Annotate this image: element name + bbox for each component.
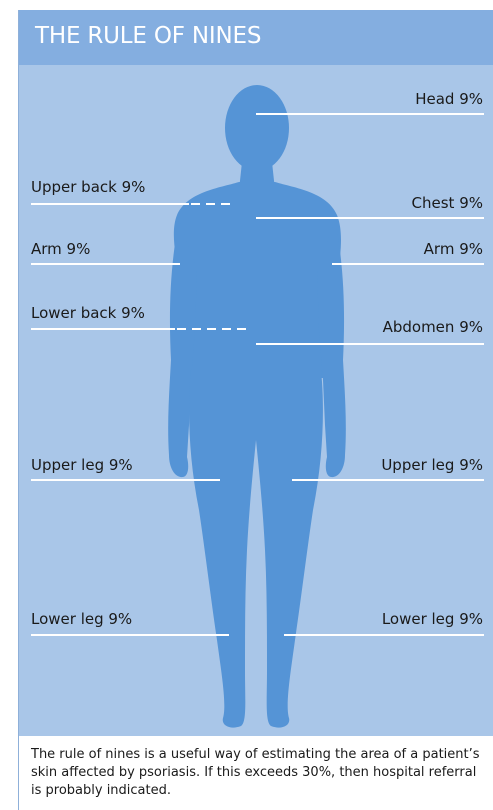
chest-label: Chest 9% [412, 194, 483, 212]
head-label: Head 9% [415, 90, 483, 108]
caption-text: The rule of nines is a useful way of est… [31, 746, 486, 800]
upper-leg-right-label: Upper leg 9% [381, 456, 483, 474]
body-silhouette [168, 85, 346, 728]
torso-shape [174, 182, 341, 378]
arm-left-label: Arm 9% [31, 240, 90, 258]
lower-back-label: Lower back 9% [31, 304, 145, 322]
lower-leg-left-label: Lower leg 9% [31, 610, 132, 628]
upper-leg-left-label: Upper leg 9% [31, 456, 133, 474]
upper-back-label: Upper back 9% [31, 178, 145, 196]
head-shape [225, 85, 289, 171]
arm-right-label: Arm 9% [424, 240, 483, 258]
lower-leg-right-label: Lower leg 9% [382, 610, 483, 628]
rule-of-nines-card: THE RULE OF NINES He [18, 10, 493, 810]
caption-panel: The rule of nines is a useful way of est… [19, 736, 493, 810]
legs-shape [189, 370, 323, 728]
abdomen-label: Abdomen 9% [383, 318, 483, 336]
body-diagram [19, 10, 493, 810]
